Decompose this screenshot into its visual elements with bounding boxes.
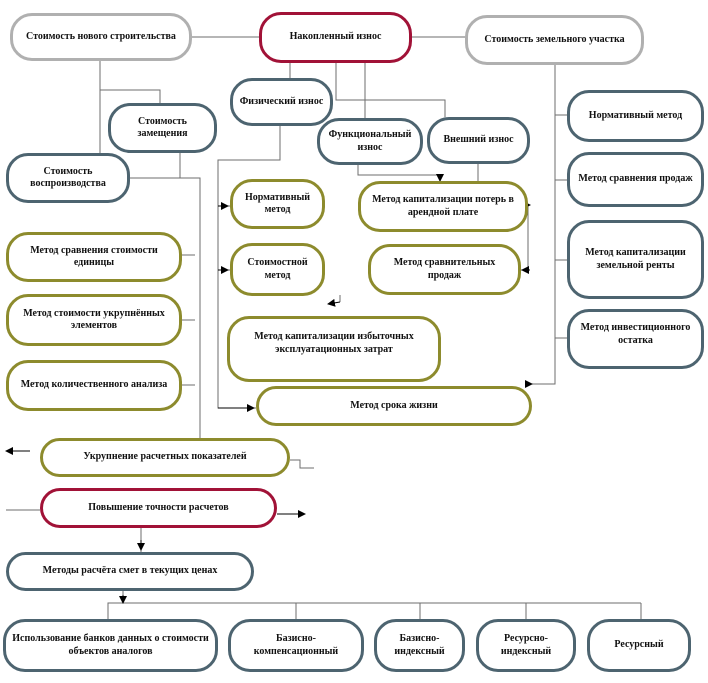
node-normative-method-phys: Нормативный метод — [230, 179, 325, 229]
connector-line — [99, 61, 161, 103]
node-accuracy-increase: Повышение точности расчетов — [40, 488, 277, 528]
node-normative-method-land: Нормативный метод — [567, 90, 704, 142]
node-investment-residual: Метод инвестиционного остатка — [567, 309, 704, 369]
node-enlarged-elements: Метод стоимости укрупнённых элементов — [6, 294, 182, 346]
node-resource-index: Ресурсно-индексный — [476, 619, 576, 672]
node-sales-comparison-land: Метод сравнения продаж — [567, 152, 704, 207]
node-indicator-enlargement: Укрупнение расчетных показателей — [40, 438, 290, 477]
node-base-index: Базисно-индексный — [374, 619, 465, 672]
connector-arrow — [327, 298, 341, 307]
connector-line — [357, 165, 440, 176]
node-estimate-methods: Методы расчёта смет в текущих ценах — [6, 552, 254, 591]
connector-line — [532, 65, 556, 385]
node-external-wear: Внешний износ — [427, 117, 530, 164]
node-accumulated-wear: Накопленный износ — [259, 12, 412, 63]
node-new-construction-cost: Стоимость нового строительства — [10, 13, 192, 61]
node-rent-loss-capitalization: Метод капитализации потерь в арендной пл… — [358, 181, 528, 232]
connector-line — [335, 63, 446, 117]
node-land-rent-capitalization: Метод капитализации земельной ренты — [567, 220, 704, 299]
node-land-cost: Стоимость земельного участка — [465, 15, 644, 65]
connector-line — [107, 591, 124, 619]
node-base-compensation: Базисно-компенсационный — [228, 619, 364, 672]
node-cost-method: Стоимостной метод — [230, 243, 325, 296]
node-comparative-sales: Метод сравнительных продаж — [368, 244, 521, 295]
node-resource: Ресурсный — [587, 619, 691, 672]
node-unit-cost-comparison: Метод сравнения стоимости единицы — [6, 232, 182, 282]
connector-line — [290, 459, 314, 469]
node-replacement-cost: Стоимость замещения — [108, 103, 217, 153]
node-excess-cost-capitalization: Метод капитализации избыточных эксплуата… — [227, 316, 441, 382]
connector-line — [130, 177, 201, 438]
node-functional-wear: Функциональный износ — [317, 118, 423, 165]
node-reproduction-cost: Стоимость воспроизводства — [6, 153, 130, 203]
node-physical-wear: Физический износ — [230, 78, 333, 126]
node-quantity-survey: Метод количественного анализа — [6, 360, 182, 411]
node-service-life: Метод срока жизни — [256, 386, 532, 426]
node-analog-databanks: Использование банков данных о стоимости … — [3, 619, 218, 672]
